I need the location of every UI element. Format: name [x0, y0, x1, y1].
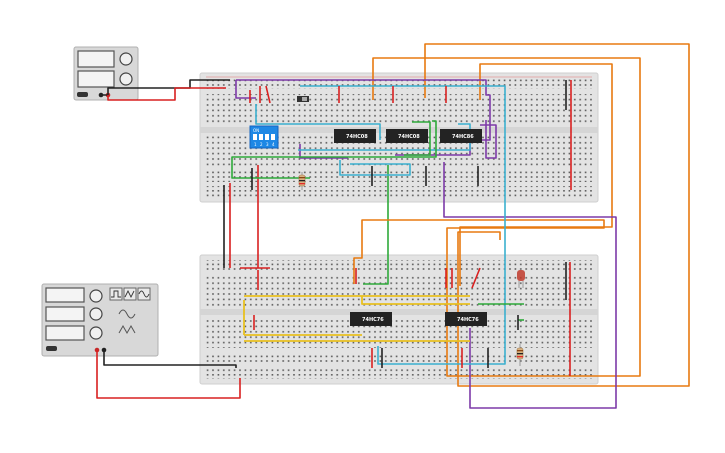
square-wave-icon[interactable] — [109, 287, 123, 301]
wire-yellow[interactable] — [243, 295, 470, 342]
ic-74hc08-1[interactable]: 74HC08 — [334, 129, 376, 143]
chip-label: 74HC76 — [362, 317, 384, 323]
wire-purple[interactable] — [235, 79, 617, 409]
ic-74hc08-2[interactable]: 74HC08 — [386, 129, 428, 143]
power-switch[interactable] — [46, 346, 57, 351]
wire-orange[interactable] — [353, 43, 690, 387]
ic-74hc76-1[interactable]: 74HC76 — [350, 312, 392, 326]
wire-red — [107, 87, 226, 101]
chip-label: 74HC08 — [398, 134, 420, 140]
wire-red — [96, 350, 241, 399]
frequency-knob[interactable] — [89, 289, 103, 303]
dip-switch-toggle[interactable] — [259, 134, 263, 140]
power-rail[interactable] — [206, 171, 592, 182]
chip-label: 74HC86 — [452, 134, 474, 140]
dip-pin-label: 2 — [260, 142, 263, 147]
frequency-display — [45, 287, 85, 303]
dip-pin-label: 1 — [254, 142, 257, 147]
dip-switch-toggle[interactable] — [271, 134, 275, 140]
waveform-preview-icon — [118, 309, 136, 319]
dip-switch-toggle[interactable] — [253, 134, 257, 140]
chip-label: 74HC08 — [346, 134, 368, 140]
wire-black — [103, 350, 237, 368]
power-rail[interactable] — [206, 260, 592, 271]
dc-power-supply[interactable] — [73, 46, 139, 101]
resistor[interactable] — [516, 344, 524, 366]
wire-red — [471, 267, 481, 289]
wire-green — [363, 165, 389, 285]
amplitude-display — [45, 306, 85, 322]
dip-pin-label: 4 — [272, 142, 275, 147]
offset-display — [45, 325, 85, 341]
resistor[interactable] — [298, 172, 306, 190]
terminal-strip[interactable] — [206, 318, 592, 348]
terminal-strip[interactable] — [206, 94, 592, 124]
power-rail[interactable] — [206, 186, 592, 197]
triangle-wave-icon[interactable] — [123, 287, 137, 301]
amplitude-knob[interactable] — [89, 307, 103, 321]
led[interactable] — [517, 270, 525, 288]
dip-switch[interactable]: ON 1 2 3 4 — [249, 125, 279, 149]
terminal-strip[interactable] — [206, 276, 592, 306]
dip-switch-label: ON — [253, 128, 259, 133]
slide-switch[interactable] — [297, 96, 309, 102]
breadboard-bottom[interactable] — [199, 254, 599, 385]
current-knob[interactable] — [119, 72, 133, 86]
offset-knob[interactable] — [89, 326, 103, 340]
current-display — [77, 70, 115, 88]
power-switch[interactable] — [77, 92, 88, 97]
power-rail[interactable] — [206, 353, 592, 364]
power-rail[interactable] — [206, 78, 592, 89]
waveform-preview-icon — [118, 324, 136, 335]
voltage-knob[interactable] — [119, 52, 133, 66]
ic-74hc86[interactable]: 74HC86 — [440, 129, 482, 143]
wire-red — [265, 85, 271, 104]
voltage-display — [77, 50, 115, 68]
function-generator[interactable] — [41, 283, 159, 357]
chip-label: 74HC76 — [457, 317, 479, 323]
dip-pin-label: 3 — [266, 142, 269, 147]
wire-black — [101, 79, 230, 96]
ic-74hc76-2[interactable]: 74HC76 — [445, 312, 487, 326]
dip-switch-toggle[interactable] — [265, 134, 269, 140]
sine-wave-icon[interactable] — [137, 287, 151, 301]
power-rail[interactable] — [206, 368, 592, 379]
wire-green[interactable] — [231, 120, 524, 321]
